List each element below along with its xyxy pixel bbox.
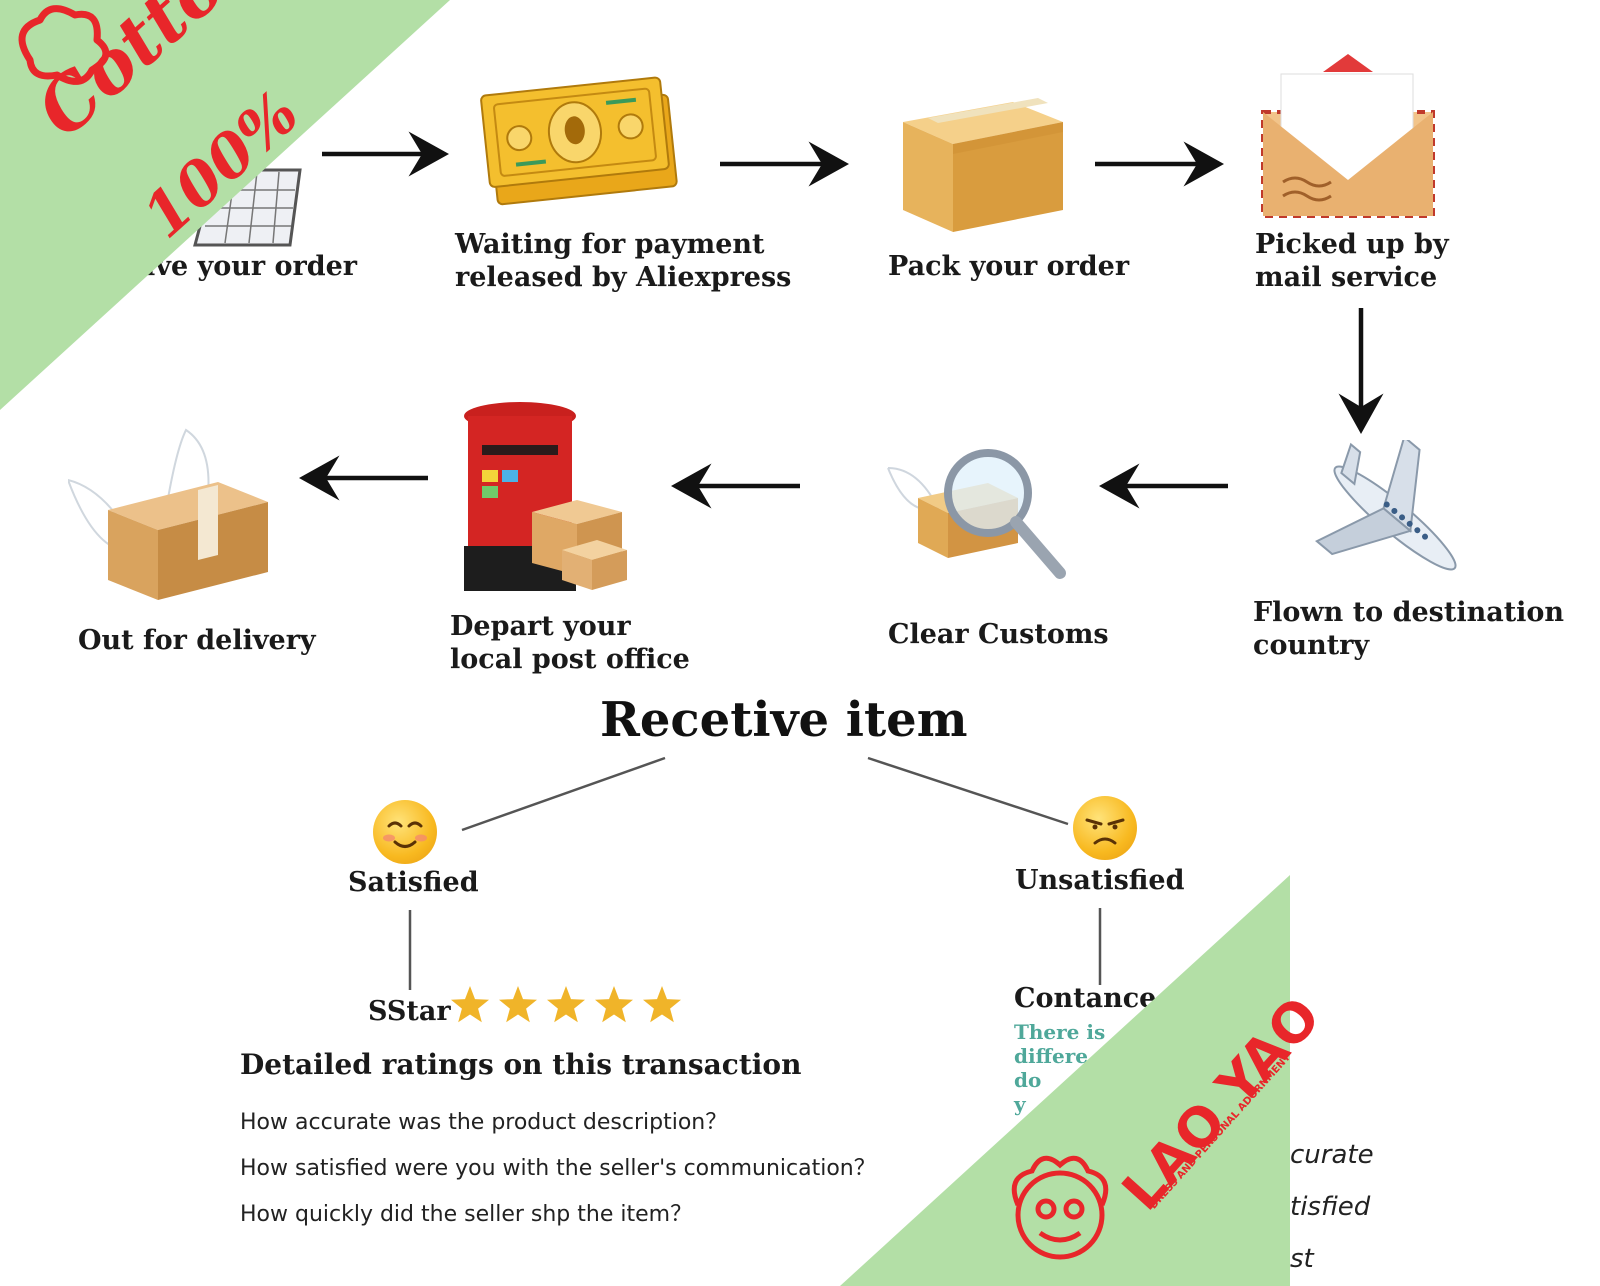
star-icon	[451, 986, 489, 1023]
cotton-badge	[0, 0, 450, 410]
ratings-title: Detailed ratings on this transaction	[240, 1048, 802, 1081]
dispute-note: There is differe do y	[1014, 1020, 1106, 1116]
star-icon	[595, 986, 633, 1023]
rating-question-3: How quickly did the seller shp the item？	[240, 1202, 693, 1227]
rating-question-2: How satisfied were you with the seller's…	[240, 1156, 876, 1181]
winged-box-icon	[68, 428, 268, 600]
receive-heading: Recetive item	[600, 692, 968, 748]
smile-emoji-icon	[373, 800, 437, 864]
star-icon	[547, 986, 585, 1023]
branch-line-left	[461, 756, 666, 832]
envelope-icon	[1261, 54, 1435, 218]
contact-label: Contance	[1014, 983, 1157, 1014]
question-fragment-2: tisfied	[1290, 1192, 1371, 1222]
star-rating-label: SStar	[368, 996, 451, 1027]
box-icon	[903, 98, 1063, 232]
unsatisfied-label: Unsatisfied	[1015, 865, 1185, 896]
step-label-payment: Waiting for payment released by Aliexpre…	[455, 229, 792, 293]
question-fragment-3: st	[1290, 1244, 1314, 1274]
star-rating	[451, 986, 681, 1023]
star-icon	[499, 986, 537, 1023]
step-label-delivery: Out for delivery	[78, 625, 316, 656]
step-label-pickup: Picked up by mail service	[1255, 229, 1449, 293]
cotton-flower-icon	[18, 5, 110, 85]
question-fragment-1: curate	[1290, 1140, 1374, 1170]
step-label-depart: Depart your local post office	[450, 611, 690, 675]
step-label-customs: Clear Customs	[888, 619, 1109, 650]
branch-line-right	[867, 756, 1069, 826]
rating-question-1: How accurate was the product description…	[240, 1110, 728, 1135]
airplane-icon	[1315, 440, 1457, 571]
step-label-receive: ive your order	[145, 251, 357, 282]
magnifier-box-icon	[887, 449, 1066, 579]
star-icon	[643, 986, 681, 1023]
lion-icon	[1011, 1155, 1109, 1260]
frown-emoji-icon	[1073, 796, 1137, 860]
step-label-pack: Pack your order	[888, 251, 1130, 282]
mailbox-icon	[464, 402, 627, 591]
money-icon	[480, 76, 678, 206]
satisfied-label: Satisfied	[348, 867, 479, 898]
step-label-flown: Flown to destination country	[1253, 597, 1565, 661]
brand-badge	[840, 875, 1290, 1286]
